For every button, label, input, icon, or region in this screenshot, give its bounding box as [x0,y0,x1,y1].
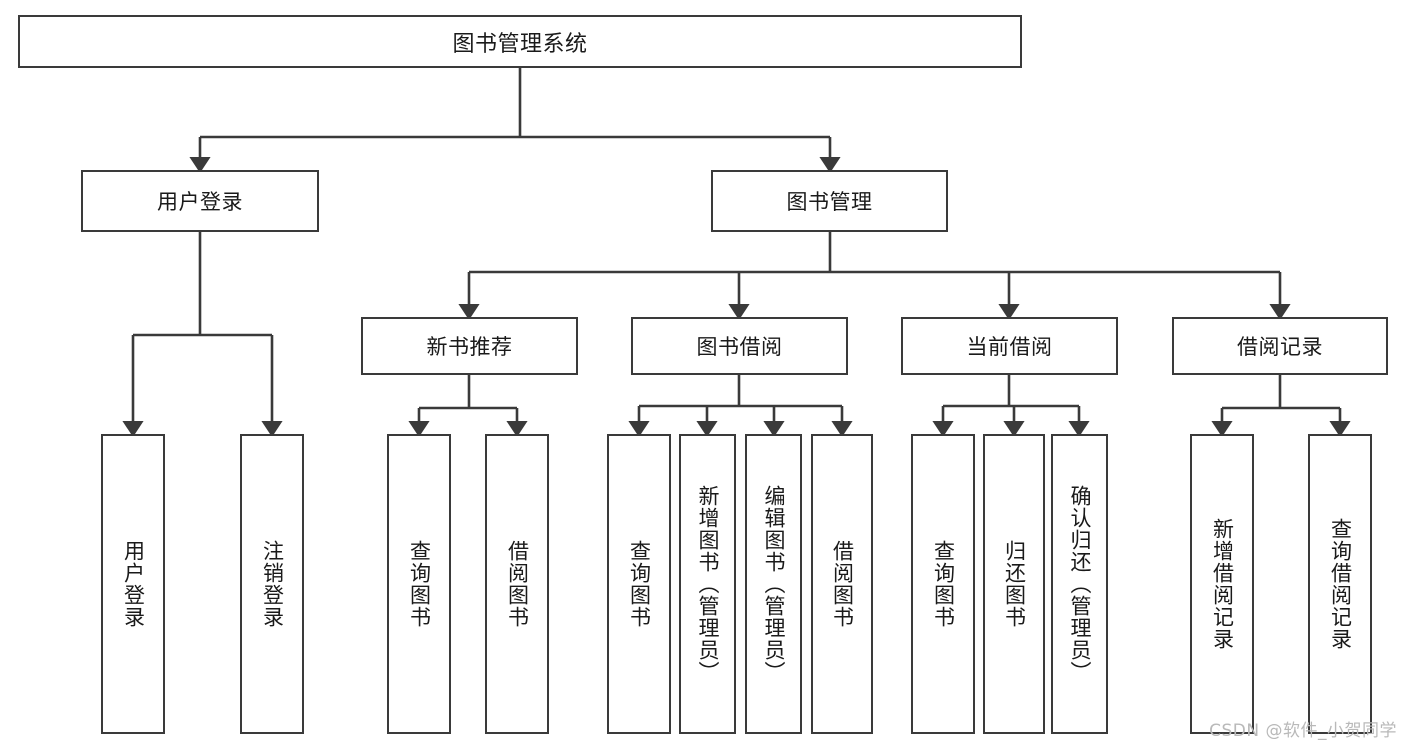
node-edit-book-admin-label: 编辑图书（管理员） [761,485,786,683]
node-root-label: 图书管理系统 [452,31,588,57]
node-new-book-recommend-label: 新书推荐 [426,335,513,359]
node-confirm-return-admin[interactable]: 确认归还（管理员） [1051,434,1108,734]
node-query-book-2[interactable]: 查询图书 [607,434,671,734]
node-user-login-action-label: 用户登录 [121,540,146,628]
node-borrow-book-1-label: 借阅图书 [505,540,530,628]
watermark: CSDN @软件_小贺同学 [1209,721,1397,741]
node-current-borrow-label: 当前借阅 [966,335,1053,359]
node-add-borrow-record[interactable]: 新增借阅记录 [1190,434,1254,734]
node-return-book-label: 归还图书 [1002,540,1027,628]
node-borrow-book-2-label: 借阅图书 [830,540,855,628]
node-edit-book-admin[interactable]: 编辑图书（管理员） [745,434,802,734]
node-return-book[interactable]: 归还图书 [983,434,1045,734]
node-borrow-record[interactable]: 借阅记录 [1172,317,1388,375]
node-book-borrow[interactable]: 图书借阅 [631,317,848,375]
node-current-borrow[interactable]: 当前借阅 [901,317,1118,375]
node-root[interactable]: 图书管理系统 [18,15,1022,68]
node-user-login[interactable]: 用户登录 [81,170,319,232]
node-query-book-2-label: 查询图书 [627,540,652,628]
node-add-book-admin[interactable]: 新增图书（管理员） [679,434,736,734]
node-query-book-1[interactable]: 查询图书 [387,434,451,734]
node-borrow-book-2[interactable]: 借阅图书 [811,434,873,734]
node-user-login-action[interactable]: 用户登录 [101,434,165,734]
node-query-book-3[interactable]: 查询图书 [911,434,975,734]
node-confirm-return-admin-label: 确认归还（管理员） [1067,485,1092,683]
node-user-logout-action-label: 注销登录 [260,540,285,628]
node-user-login-label: 用户登录 [157,190,243,214]
node-query-borrow-record-label: 查询借阅记录 [1328,518,1353,650]
node-user-logout-action[interactable]: 注销登录 [240,434,304,734]
node-add-book-admin-label: 新增图书（管理员） [695,485,720,683]
node-borrow-record-label: 借阅记录 [1237,335,1323,359]
node-book-borrow-label: 图书借阅 [696,335,783,359]
node-book-manage-label: 图书管理 [786,190,873,214]
node-new-book-recommend[interactable]: 新书推荐 [361,317,578,375]
node-query-borrow-record[interactable]: 查询借阅记录 [1308,434,1372,734]
node-book-manage[interactable]: 图书管理 [711,170,948,232]
node-query-book-1-label: 查询图书 [407,540,432,628]
node-borrow-book-1[interactable]: 借阅图书 [485,434,549,734]
node-add-borrow-record-label: 新增借阅记录 [1210,518,1235,650]
node-query-book-3-label: 查询图书 [931,540,956,628]
